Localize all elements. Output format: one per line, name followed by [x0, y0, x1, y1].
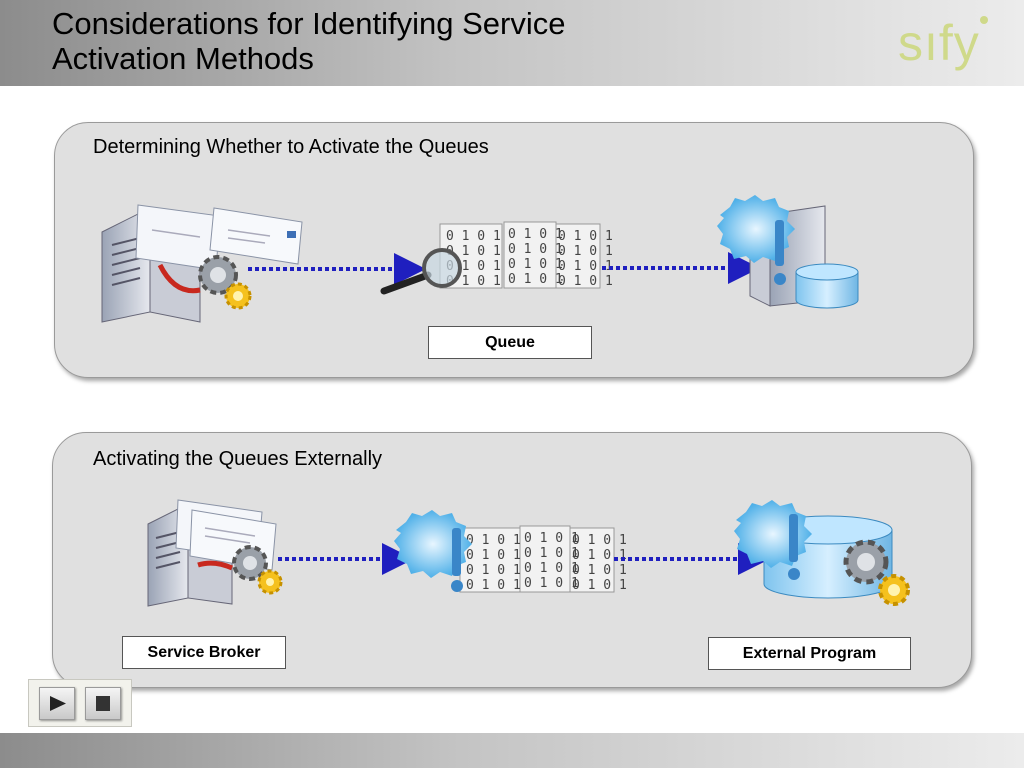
stop-button[interactable] — [85, 687, 121, 720]
binary-text: 0 1 0 1 — [572, 548, 627, 563]
red-curve-arrow — [157, 263, 201, 294]
magnifier-icon — [380, 248, 462, 295]
title-line-1: Considerations for Identifying Service — [52, 6, 566, 41]
binary-text: 0 1 0 1 — [446, 229, 501, 244]
binary-text: 0 1 0 1 — [572, 563, 627, 578]
binary-text: 0 1 0 1 — [572, 578, 627, 593]
binary-text: 0 1 0 1 — [558, 259, 613, 274]
page-title: Considerations for Identifying Service A… — [52, 6, 565, 76]
alert-icon — [394, 510, 472, 592]
red-curve-arrow — [197, 560, 234, 571]
binary-text: 0 1 0 1 — [446, 274, 501, 289]
binary-text: 0 1 0 1 — [466, 548, 521, 563]
binary-text: 0 1 0 1 — [466, 578, 521, 593]
sify-logo: sıfy — [898, 14, 988, 72]
binary-text: 0 1 0 1 — [572, 533, 627, 548]
external-program-label: External Program — [708, 637, 911, 670]
panel-1-title: Determining Whether to Activate the Queu… — [93, 136, 489, 158]
binary-text: 0 1 0 1 — [524, 576, 579, 591]
queue-icon: 0 1 0 1 0 1 0 1 0 1 0 1 0 1 0 1 0 1 0 1 … — [439, 221, 613, 289]
binary-text: 0 1 0 1 — [466, 533, 521, 548]
gear-icon — [198, 255, 252, 310]
queue-label: Queue — [428, 326, 592, 359]
binary-text: 0 1 0 1 — [508, 272, 563, 287]
playback-controls — [28, 679, 132, 727]
binary-text: 0 1 0 1 — [508, 227, 563, 242]
gear-icon — [843, 539, 910, 606]
play-button[interactable] — [39, 687, 75, 720]
title-line-2: Activation Methods — [52, 41, 314, 76]
queue-icon: 0 1 0 1 0 1 0 1 0 1 0 1 0 1 0 1 0 1 0 1 … — [459, 525, 627, 593]
slide-header: Considerations for Identifying Service A… — [0, 0, 1024, 86]
binary-text: 0 1 0 1 — [466, 563, 521, 578]
slide-footer — [0, 733, 1024, 768]
alert-icon — [717, 195, 795, 285]
logo-text: sıfy — [898, 15, 980, 71]
binary-text: 0 1 0 1 — [508, 242, 563, 257]
stop-icon — [96, 696, 110, 711]
binary-text: 0 1 0 1 — [508, 257, 563, 272]
binary-text: 0 1 0 1 — [558, 229, 613, 244]
gear-icon — [232, 545, 283, 595]
binary-text: 0 1 0 1 — [558, 274, 613, 289]
binary-text: 0 1 0 1 — [446, 244, 501, 259]
binary-text: 0 1 0 1 — [524, 561, 579, 576]
binary-text: 0 1 0 1 — [524, 546, 579, 561]
play-icon — [50, 696, 66, 711]
envelope-icon — [135, 204, 303, 271]
binary-text: 0 1 0 1 — [558, 244, 613, 259]
service-broker-label: Service Broker — [122, 636, 286, 669]
alert-icon — [734, 500, 812, 580]
panel-2-title: Activating the Queues Externally — [93, 448, 383, 470]
binary-text: 0 1 0 1 — [524, 531, 579, 546]
